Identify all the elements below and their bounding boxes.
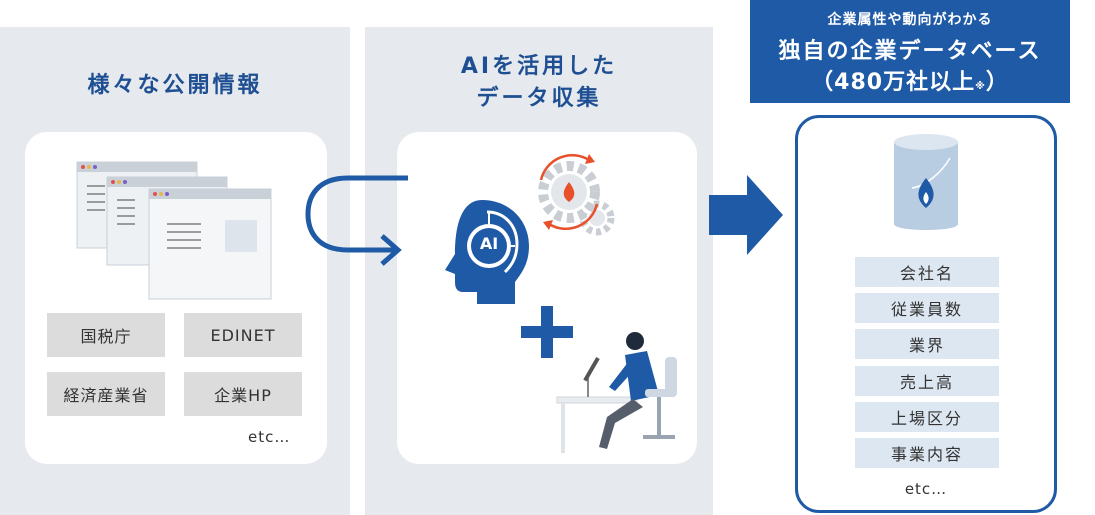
field-revenue: 売上高: [855, 366, 999, 396]
ai-badge-label: AI: [479, 234, 499, 253]
sources-etc: etc…: [248, 428, 291, 446]
ai-collection-title: AIを活用した データ収集: [365, 51, 713, 115]
field-business: 事業内容: [855, 438, 999, 468]
source-edinet: EDINET: [184, 313, 302, 357]
right-arrow-icon: [709, 175, 783, 255]
database-header-note: ※: [975, 81, 986, 92]
ai-collection-card: AI: [397, 132, 697, 464]
public-info-title: 様々な公開情報: [87, 73, 263, 98]
ai-head-icon: [445, 200, 529, 304]
database-header-line2: 独自の企業データベース: [778, 39, 1042, 64]
browser-windows-icon: [76, 161, 272, 300]
source-company-hp: 企業HP: [184, 372, 302, 416]
public-info-panel: 様々な公開情報 国税庁 EDINET 経済産業省 企業HP etc…: [0, 27, 350, 515]
database-header: 企業属性や動向がわかる 独自の企業データベース （480万社以上※）: [750, 0, 1070, 103]
database-card: 会社名 従業員数 業界 売上高 上場区分 事業内容 etc…: [795, 115, 1057, 513]
database-header-line1: 企業属性や動向がわかる: [827, 12, 993, 28]
database-header-count: （480万社以上: [811, 70, 976, 95]
database-etc: etc…: [904, 480, 948, 498]
field-employees: 従業員数: [855, 293, 999, 323]
ai-collection-title-line1: AIを活用した: [460, 54, 618, 79]
source-nta: 国税庁: [47, 313, 165, 357]
field-listing: 上場区分: [855, 402, 999, 432]
gear-cycle-icon: [538, 153, 615, 236]
database-cylinder-icon: [894, 134, 958, 230]
database-header-line3: （480万社以上※）: [750, 64, 1070, 96]
database-header-close: ）: [985, 70, 1009, 95]
field-company-name: 会社名: [855, 257, 999, 287]
ai-collection-panel: AIを活用した データ収集 AI: [365, 27, 713, 515]
person-at-desk-icon: [556, 332, 677, 453]
source-meti: 経済産業省: [47, 372, 165, 416]
plus-icon: [521, 306, 573, 358]
ai-collection-title-line2: データ収集: [476, 86, 602, 111]
field-industry: 業界: [855, 329, 999, 359]
curved-arrow-icon: [305, 175, 408, 266]
public-info-card: 国税庁 EDINET 経済産業省 企業HP etc…: [25, 132, 327, 464]
